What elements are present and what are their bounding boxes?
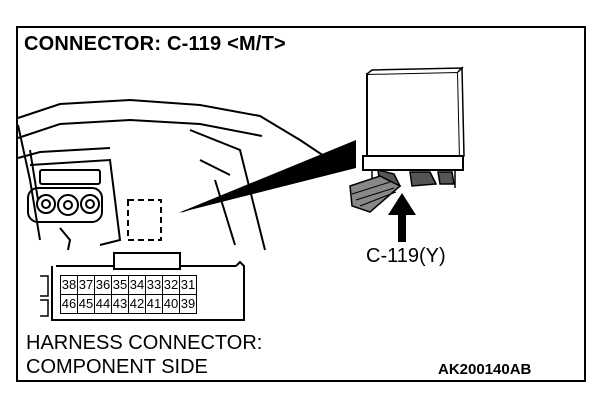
- dashboard-outline: [17, 98, 331, 161]
- pin-row-bottom: 46 45 44 43 42 41 40 39: [60, 294, 197, 314]
- diagram-title: CONNECTOR: C-119 <M/T>: [24, 33, 286, 55]
- pin-cell: 43: [111, 294, 129, 314]
- pin-cell: 31: [179, 275, 197, 295]
- caption-line-1: HARNESS CONNECTOR:: [26, 332, 263, 354]
- pin-cell: 45: [77, 294, 95, 314]
- pin-cell: 41: [145, 294, 163, 314]
- caption-line-2: COMPONENT SIDE: [26, 356, 208, 378]
- pin-cell: 39: [179, 294, 197, 314]
- knob-center: [57, 194, 79, 216]
- center-console: [29, 158, 122, 246]
- leader-wedge: [178, 140, 356, 213]
- pointer-arrow: [388, 193, 416, 242]
- pin-cell: 37: [77, 275, 95, 295]
- diagram-frame: [16, 26, 586, 382]
- ecu-module: [349, 66, 465, 213]
- pin-cell: 35: [111, 275, 129, 295]
- connector-housing: [40, 252, 245, 321]
- knob-right: [80, 194, 100, 214]
- pin-cell: 44: [94, 294, 112, 314]
- connector-label: C-119(Y): [366, 245, 446, 267]
- pin-cell: 46: [60, 294, 78, 314]
- pin-cell: 33: [145, 275, 163, 295]
- pin-cell: 32: [162, 275, 180, 295]
- figure-id: AK200140AB: [438, 361, 532, 378]
- knob-left: [36, 194, 56, 214]
- pin-cell: 36: [94, 275, 112, 295]
- pin-cell: 42: [128, 294, 146, 314]
- pin-cell: 34: [128, 275, 146, 295]
- pin-layout-table: 38 37 36 35 34 33 32 31 46 45 44 43 42 4…: [60, 275, 197, 314]
- pin-cell: 40: [162, 294, 180, 314]
- pin-cell: 38: [60, 275, 78, 295]
- location-marker-box: [127, 199, 162, 241]
- pin-row-top: 38 37 36 35 34 33 32 31: [60, 275, 197, 295]
- dashboard-inner-line: [17, 118, 263, 139]
